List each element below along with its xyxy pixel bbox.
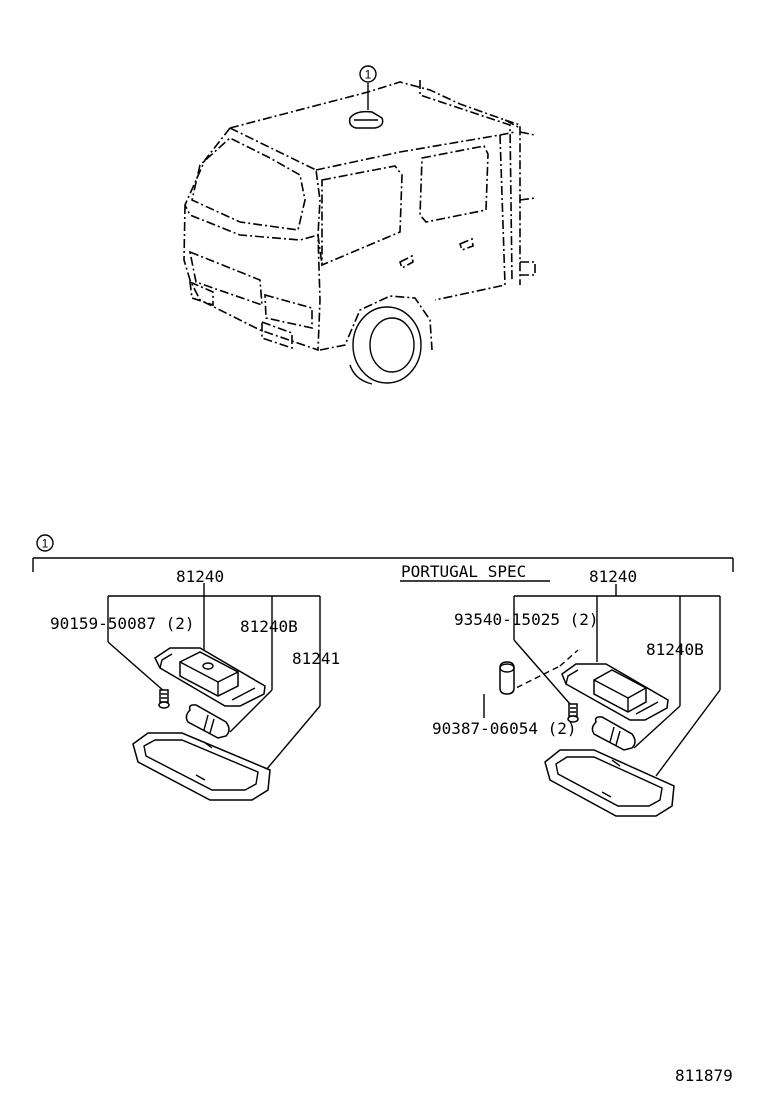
right-bulb-part-number: 81240B xyxy=(646,640,704,659)
callout-top-number: 1 xyxy=(365,68,372,82)
truck-illustration: 1 xyxy=(183,65,536,385)
portugal-spec-note: PORTUGAL SPEC xyxy=(401,562,526,581)
section-bracket: 1 xyxy=(32,534,734,572)
right-parts-group xyxy=(483,584,721,817)
right-screw-part-number: 93540-15025 (2) xyxy=(454,610,599,629)
left-lens-part-number: 81241 xyxy=(292,649,340,668)
left-parts-group xyxy=(107,583,321,801)
left-bulb-part-number: 81240B xyxy=(240,617,298,636)
right-assembly-part-number: 81240 xyxy=(589,567,637,586)
callout-section-number: 1 xyxy=(42,537,49,551)
figure-number: 811879 xyxy=(675,1066,733,1085)
left-assembly-part-number: 81240 xyxy=(176,567,224,586)
left-screw-part-number: 90159-50087 (2) xyxy=(50,614,195,633)
right-nut-part-number: 90387-06054 (2) xyxy=(432,719,577,738)
